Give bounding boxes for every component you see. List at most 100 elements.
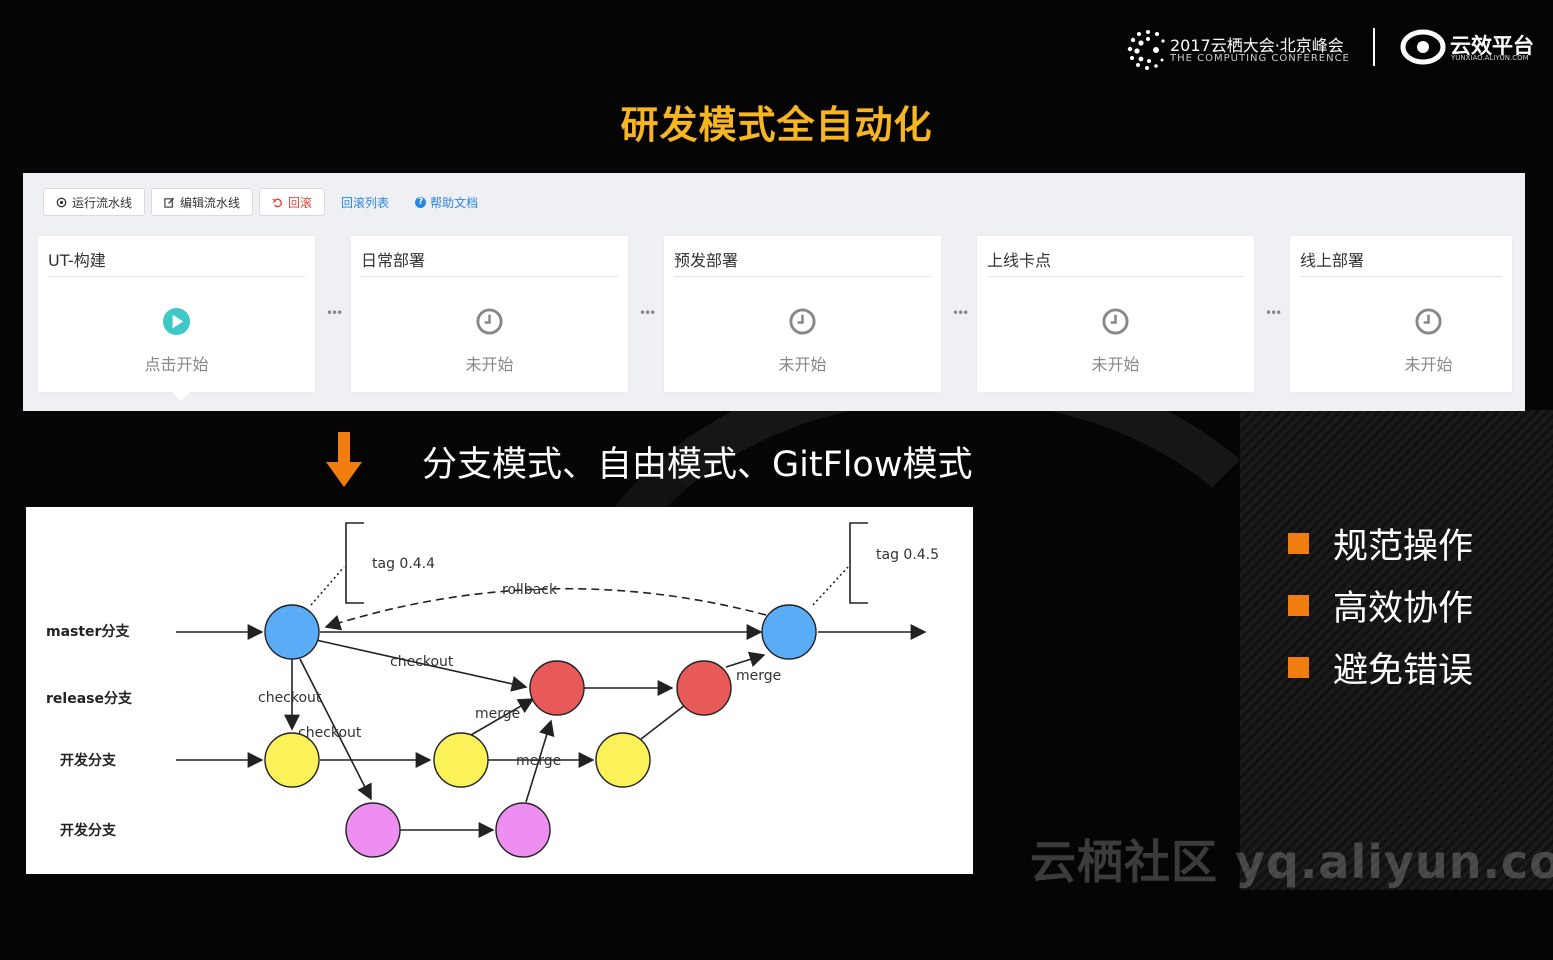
benefit-text: 规范操作	[1333, 526, 1474, 567]
feature-commit-node	[495, 802, 551, 858]
clock-icon	[1415, 308, 1442, 335]
stage-divider	[1300, 276, 1502, 277]
pipeline-toolbar: 运行流水线 编辑流水线 回滚 回滚列表 ? 帮助文档	[43, 188, 488, 216]
stage-divider	[361, 276, 618, 277]
rollback-label: rollback	[502, 582, 558, 598]
gitflow-diagram: master分支 release分支 开发分支 开发分支	[26, 507, 973, 874]
conference-title: 2017云栖大会·北京峰会	[1170, 36, 1344, 55]
stage-daily-deploy[interactable]: 日常部署 未开始	[351, 236, 628, 392]
branch-label-feature: 开发分支	[60, 822, 117, 839]
bullet-square-icon	[1288, 594, 1309, 616]
conference-logo-icon	[1127, 30, 1165, 70]
run-icon	[56, 197, 67, 207]
stage-name: 预发部署	[674, 251, 739, 270]
rollback-label: 回滚	[288, 195, 313, 210]
edit-pipeline-label: 编辑流水线	[180, 195, 241, 210]
rollback-list-link[interactable]: 回滚列表	[341, 195, 390, 210]
stage-status: 未开始	[1404, 355, 1453, 374]
merge-feature-release-arrow	[525, 719, 555, 803]
brand-url: YUNXIAO.ALIYUN.COM	[1451, 54, 1529, 62]
release-commit-node	[529, 660, 585, 716]
merge-release-master-arrow	[725, 651, 766, 668]
checkout-feature-arrow	[299, 658, 372, 801]
develop-commit-node	[433, 732, 489, 788]
stage-divider	[48, 276, 305, 277]
stage-connector: •••	[639, 306, 656, 320]
stage-status: 未开始	[465, 355, 514, 374]
stage-ut-build[interactable]: UT-构建 点击开始	[38, 236, 315, 401]
play-icon[interactable]	[162, 307, 191, 336]
help-docs-link[interactable]: ? 帮助文档	[405, 194, 488, 211]
conference-subtitle: THE COMPUTING CONFERENCE	[1170, 53, 1350, 64]
benefit-text: 避免错误	[1333, 650, 1474, 691]
edit-pipeline-button[interactable]: 编辑流水线	[151, 188, 254, 216]
tag-bracket	[345, 522, 364, 604]
branch-label-release: release分支	[46, 690, 133, 707]
background-stripes	[1240, 410, 1553, 890]
pipeline-panel: 运行流水线 编辑流水线 回滚 回滚列表 ? 帮助文档 UT-构建 点击开始 ••…	[23, 173, 1525, 411]
stage-status: 未开始	[1091, 355, 1140, 374]
clock-icon	[476, 308, 503, 335]
benefit-text: 高效协作	[1333, 588, 1474, 629]
down-arrow-icon	[326, 432, 362, 487]
bullet-square-icon	[1288, 532, 1309, 554]
slide-title: 研发模式全自动化	[620, 103, 933, 147]
mode-subtitle: 分支模式、自由模式、GitFlow模式	[422, 445, 973, 485]
stage-name: 线上部署	[1300, 251, 1365, 270]
stage-online-deploy[interactable]: 线上部署 未开始	[1290, 236, 1512, 392]
tag-pointer	[812, 566, 849, 606]
benefit-list: 规范操作 高效协作 避免错误	[1288, 512, 1473, 698]
yunxiao-logo-icon	[1400, 29, 1446, 65]
help-docs-label: 帮助文档	[430, 195, 479, 210]
run-pipeline-label: 运行流水线	[72, 195, 133, 210]
brand-name: 云效平台	[1450, 34, 1534, 58]
stage-pre-deploy[interactable]: 预发部署 未开始	[664, 236, 941, 392]
stage-divider	[987, 276, 1244, 277]
tag-label: tag 0.4.5	[876, 547, 939, 563]
run-pipeline-button[interactable]: 运行流水线	[43, 188, 146, 216]
stage-release-gate[interactable]: 上线卡点 未开始	[977, 236, 1254, 392]
stage-connector: •••	[952, 306, 969, 320]
clock-icon	[789, 308, 816, 335]
rollback-arrow	[324, 587, 767, 631]
rollback-button[interactable]: 回滚	[259, 188, 326, 216]
benefit-item: 高效协作	[1288, 574, 1473, 636]
checkout-label: checkout	[298, 725, 362, 741]
release-commit-node	[676, 660, 732, 716]
gitflow-svg: master分支 release分支 开发分支 开发分支	[46, 522, 939, 858]
edit-icon	[164, 197, 175, 208]
develop-commit-node	[264, 732, 320, 788]
develop-commit-node	[595, 732, 651, 788]
stage-name: 上线卡点	[987, 251, 1052, 270]
checkout-label: checkout	[258, 690, 322, 706]
merge-develop-release-arrow	[470, 698, 535, 736]
stage-name: UT-构建	[48, 251, 106, 270]
stage-status: 点击开始	[144, 355, 209, 374]
bullet-square-icon	[1288, 656, 1309, 678]
stage-connector: •••	[1265, 306, 1282, 320]
master-commit-node	[761, 604, 817, 660]
master-commit-node	[264, 604, 320, 660]
stage-connector: •••	[326, 306, 343, 320]
tag-label: tag 0.4.4	[372, 556, 435, 572]
tag-bracket	[849, 522, 868, 604]
help-icon: ?	[415, 196, 427, 208]
merge-label: merge	[736, 668, 781, 684]
branch-label-develop: 开发分支	[60, 752, 117, 769]
clock-icon	[1102, 308, 1129, 335]
branch-label-master: master分支	[46, 623, 130, 640]
stage-divider	[674, 276, 931, 277]
tag-pointer	[310, 566, 345, 606]
stage-name: 日常部署	[361, 251, 426, 270]
logo-divider	[1373, 28, 1375, 66]
undo-icon	[272, 197, 283, 207]
stage-status: 未开始	[778, 355, 827, 374]
watermark: 云栖社区 yq.aliyun.com	[1030, 835, 1553, 889]
stage-caret	[172, 392, 190, 401]
merge-label: merge	[516, 753, 561, 769]
feature-commit-node	[345, 802, 401, 858]
checkout-label: checkout	[390, 654, 454, 670]
merge-label: merge	[475, 706, 520, 722]
benefit-item: 避免错误	[1288, 636, 1473, 698]
benefit-item: 规范操作	[1288, 512, 1473, 574]
